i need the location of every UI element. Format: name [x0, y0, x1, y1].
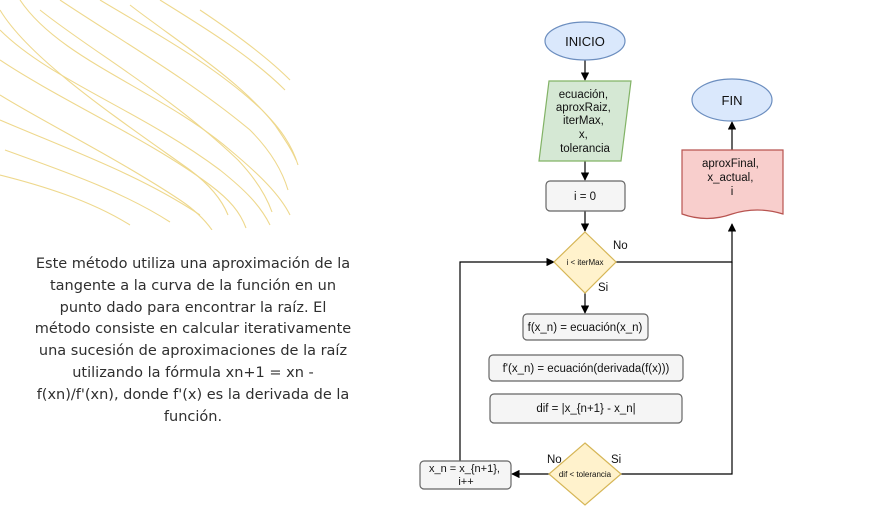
tolerance-condition-label: dif < tolerancia — [559, 470, 612, 479]
loop-decision — [553, 231, 617, 294]
end-terminal — [691, 78, 773, 122]
end-label: FIN — [722, 93, 743, 108]
update-process — [419, 460, 512, 490]
tolerance-decision — [548, 442, 622, 506]
fx-label: f(x_n) = ecuación(x_n) — [528, 322, 643, 334]
method-description: Este método utiliza una aproximación de … — [34, 256, 352, 425]
svg-text:aproxFinal, x_actual,: aproxFinal, x_actual, i — [702, 158, 762, 198]
input-tolerancia: tolerancia — [560, 143, 610, 155]
loop-yes-label: Si — [598, 282, 608, 294]
update-i-label: i++ — [458, 476, 473, 488]
tolerance-no-label: No — [547, 454, 562, 466]
decorative-scribble — [0, 0, 299, 230]
start-label: INICIO — [565, 34, 605, 49]
dfx-label: f'(x_n) = ecuación(derivada(f(x))) — [503, 363, 670, 375]
dfx-process — [488, 354, 684, 382]
input-parallelogram — [538, 80, 632, 162]
output-aproxfinal: aproxFinal, — [702, 158, 759, 170]
input-ecuacion: ecuación, — [559, 89, 608, 101]
dif-label: dif = |x_{n+1} - x_n| — [536, 403, 635, 415]
output-document — [681, 149, 784, 220]
output-xactual: x_actual, — [707, 172, 753, 184]
start-terminal — [544, 21, 626, 61]
output-i: i — [731, 186, 734, 198]
dif-process — [489, 393, 683, 424]
init-process — [545, 180, 626, 212]
input-aproxraiz: aproxRaiz, — [556, 102, 611, 114]
loop-condition-label: i < iterMax — [566, 258, 603, 267]
svg-text:x_n = x_{n+1}, i++: x_n = x_{n+1}, i++ — [429, 463, 503, 488]
tolerance-yes-label: Si — [611, 454, 621, 466]
init-label: i = 0 — [574, 191, 596, 203]
loop-no-label: No — [613, 240, 628, 252]
input-x: x, — [579, 129, 588, 141]
update-xn-label: x_n = x_{n+1}, — [429, 463, 500, 475]
svg-text:ecuación, aproxRaiz, i: ecuación, aproxRaiz, iterMax, x, toleran… — [556, 89, 614, 155]
input-itermax: iterMax, — [563, 115, 604, 127]
fx-process — [522, 313, 649, 341]
